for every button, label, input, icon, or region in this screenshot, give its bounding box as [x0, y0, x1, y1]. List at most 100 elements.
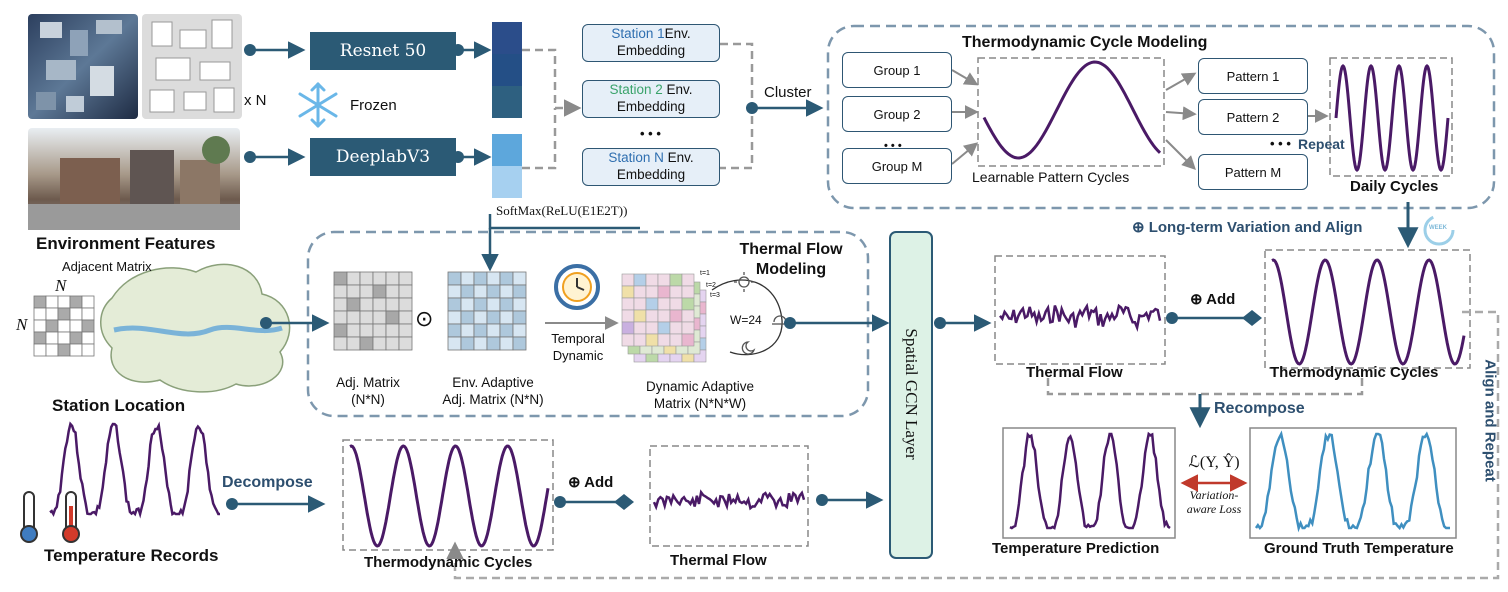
- daily-cycles-box: [1329, 57, 1453, 177]
- ground-truth-label: Ground Truth Temperature: [1264, 540, 1454, 557]
- env-adaptive-grid: [447, 271, 527, 351]
- align-repeat-label: Align and Repeat: [1481, 359, 1499, 482]
- moon-icon: [741, 341, 756, 355]
- station2-name: Station 2: [609, 82, 663, 97]
- station1-name: Station 1: [611, 26, 665, 41]
- env-adaptive-label: Env. Adaptive Adj. Matrix (N*N): [428, 374, 558, 408]
- station1-line2: Embedding: [616, 43, 686, 58]
- matrix-cell: [473, 323, 488, 338]
- matrix-cell: [359, 310, 374, 325]
- dynamic-matrix-cell: [633, 297, 647, 311]
- matrix-cell: [359, 271, 374, 286]
- dynamic-matrix-cell: [681, 285, 695, 299]
- matrix-cell: [385, 271, 400, 286]
- recompose-bracket: [1046, 378, 1364, 396]
- matrix-cell: [499, 323, 514, 338]
- dynamic-matrix-cell: [657, 285, 671, 299]
- sun-icon: [734, 272, 754, 292]
- dynamic-matrix-cell: [657, 309, 671, 323]
- matrix-cell: [447, 336, 462, 351]
- clock-icon: [554, 264, 600, 310]
- matrix-cell: [398, 271, 413, 286]
- matrix-cell: [69, 307, 83, 321]
- ground-truth-curve: [1254, 430, 1450, 533]
- decomp-cycles-curve: [349, 444, 550, 548]
- matrix-cell: [447, 297, 462, 312]
- dynamic-matrix-cell: [633, 273, 647, 287]
- dynamic-matrix-cell: [681, 321, 695, 335]
- matrix-cell: [33, 295, 47, 309]
- matrix-cell: [398, 297, 413, 312]
- dynamic-matrix-cell: [669, 273, 683, 287]
- env-adaptive-label-line2: Adj. Matrix (N*N): [442, 392, 544, 407]
- frozen-label: Frozen: [350, 97, 397, 114]
- matrix-cell: [372, 336, 387, 351]
- matrix-cell: [486, 310, 501, 325]
- stationN-name: Station N: [608, 150, 664, 165]
- dynamic-matrix-cell: [657, 321, 671, 335]
- env-adaptive-label-line1: Env. Adaptive: [452, 375, 534, 390]
- week-badge-icon: [1423, 214, 1455, 246]
- matrix-cell: [460, 336, 475, 351]
- matrix-cell: [499, 297, 514, 312]
- matrix-cell: [346, 310, 361, 325]
- dynamic-matrix-cell: [645, 273, 659, 287]
- thermal-flow-output-box: [994, 255, 1166, 365]
- matrix-cell: [81, 307, 95, 321]
- daily-cycles-curve: [1334, 64, 1450, 172]
- connector-deeplab-to-station2: [522, 108, 557, 170]
- dynamic-matrix-cell: [657, 297, 671, 311]
- matrix-cell: [499, 271, 514, 286]
- station2-suffix: Env.: [666, 82, 693, 97]
- matrix-cell: [447, 271, 462, 286]
- matrix-cell: [45, 295, 59, 309]
- matrix-cell: [398, 336, 413, 351]
- matrix-cell: [486, 271, 501, 286]
- dynamic-adaptive-grid: [621, 273, 707, 363]
- learnable-pattern-label: Learnable Pattern Cycles: [972, 169, 1130, 185]
- matrix-cell: [81, 295, 95, 309]
- resnet-encoder: Resnet 50: [310, 32, 456, 70]
- daily-cycles-label: Daily Cycles: [1350, 178, 1439, 195]
- station-map: [100, 263, 291, 393]
- matrix-cell: [473, 310, 488, 325]
- dynamic-matrix-cell: [621, 273, 635, 287]
- station2-line2: Embedding: [616, 99, 686, 114]
- learnable-pattern-curve: [982, 60, 1162, 160]
- loss-label: Variation- aware Loss: [1182, 488, 1246, 516]
- connector-feature-to-station2: [522, 48, 582, 117]
- matrix-cell: [359, 284, 374, 299]
- matrix-cell: [45, 319, 59, 333]
- matrix-cell: [512, 271, 527, 286]
- matrix-cell: [473, 336, 488, 351]
- arrow-group1: [951, 69, 979, 86]
- matrix-cell: [346, 297, 361, 312]
- station1-embedding: Station 1Env. Embedding: [582, 24, 720, 62]
- prediction-label: Temperature Prediction: [992, 540, 1160, 557]
- dynamic-matrix-cell: [645, 333, 659, 347]
- window-cycle-arc: [711, 279, 783, 356]
- matrix-cell: [69, 331, 83, 345]
- matrix-cell: [499, 284, 514, 299]
- dynamic-matrix-cell: [645, 297, 659, 311]
- odot-operator: ⊙: [415, 306, 434, 331]
- stationN-suffix: Env.: [667, 150, 694, 165]
- dynamic-matrix-cell: [669, 285, 683, 299]
- dynamic-matrix-cell: [621, 309, 635, 323]
- matrix-cell: [385, 310, 400, 325]
- matrix-cell: [69, 319, 83, 333]
- connector-embeddings-bracket: [720, 42, 754, 170]
- matrix-cell: [512, 297, 527, 312]
- matrix-cell: [333, 284, 348, 299]
- station2-embedding: Station 2 Env. Embedding: [582, 80, 720, 118]
- matrix-cell: [473, 297, 488, 312]
- matrix-cell: [81, 319, 95, 333]
- dynamic-matrix-cell: [669, 321, 683, 335]
- gcn-label: Spatial GCN Layer: [902, 328, 921, 460]
- matrix-cell: [372, 271, 387, 286]
- matrix-cell: [372, 310, 387, 325]
- prediction-curve: [1009, 431, 1171, 530]
- station1-suffix: Env.: [664, 26, 691, 41]
- thermal-flow-output-curve: [999, 302, 1162, 332]
- dynamic-matrix-cell: [669, 333, 683, 347]
